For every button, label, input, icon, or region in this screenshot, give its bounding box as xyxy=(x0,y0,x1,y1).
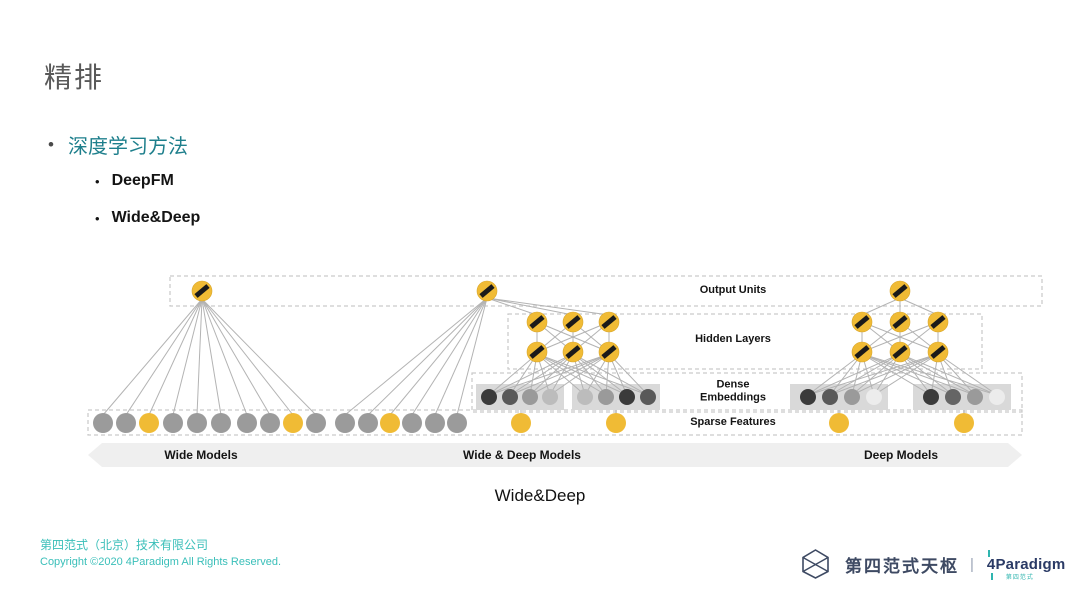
dense-embedding-node xyxy=(619,389,635,405)
sparse-feature-node xyxy=(335,413,355,433)
dense-embedding-node xyxy=(640,389,656,405)
dense-embedding-node xyxy=(866,389,882,405)
sub-bullet-text: DeepFM xyxy=(111,172,174,189)
unit-stripe xyxy=(565,345,581,359)
dense-embedding-node xyxy=(945,389,961,405)
unit-stripe xyxy=(479,284,495,298)
sparse-feature-node xyxy=(211,413,231,433)
sparse-feature-node xyxy=(93,413,113,433)
unit-stripe xyxy=(601,315,617,329)
brand-product-name: 第四范式天枢 xyxy=(845,556,959,576)
dense-embedding-node xyxy=(822,389,838,405)
sparse-feature-node xyxy=(447,413,467,433)
unit-stripe xyxy=(930,345,946,359)
brand-separator: | xyxy=(970,555,974,573)
unit-stripe xyxy=(854,315,870,329)
dense-embeddings-dashed-box xyxy=(471,372,1023,413)
sparse-feature-node xyxy=(187,413,207,433)
sparse-feature-node xyxy=(283,413,303,433)
dense-embedding-node xyxy=(542,389,558,405)
sparse-feature-node xyxy=(163,413,183,433)
nodes xyxy=(93,280,1005,433)
4paradigm-logo-text: 4Paradigm xyxy=(986,555,1066,573)
sparse-feature-node xyxy=(606,413,626,433)
bullet-text: 深度学习方法 xyxy=(67,136,188,158)
sparse-features-dashed-box xyxy=(87,409,1023,436)
dense-embedding-node xyxy=(967,389,983,405)
dense-embedding-node xyxy=(481,389,497,405)
sparse-feature-node xyxy=(306,413,326,433)
unit-stripe xyxy=(930,315,946,329)
dense-embedding-node xyxy=(923,389,939,405)
dense-embedding-node xyxy=(577,389,593,405)
unit-stripe xyxy=(565,315,581,329)
sub-bullet-deepfm: • DeepFM xyxy=(95,172,174,190)
brand-logos: 第四范式天枢 | 4Paradigm 第四范式 xyxy=(800,547,1065,581)
sparse-feature-node xyxy=(380,413,400,433)
unit-stripe xyxy=(892,284,908,298)
hidden-layers-dashed-box xyxy=(507,313,983,370)
unit-stripe xyxy=(194,284,210,298)
unit-stripe xyxy=(601,345,617,359)
footer-company: 第四范式（北京）技术有限公司 xyxy=(40,538,209,552)
unit-stripe xyxy=(529,345,545,359)
sub-bullet-text: Wide&Deep xyxy=(111,209,201,226)
section-banner xyxy=(88,443,1022,467)
sparse-feature-node xyxy=(237,413,257,433)
sparse-feature-node xyxy=(829,413,849,433)
dense-embedding-node xyxy=(522,389,538,405)
sparse-feature-node xyxy=(425,413,445,433)
4paradigm-logo: 4Paradigm 第四范式 xyxy=(986,549,1066,581)
unit-stripe xyxy=(854,345,870,359)
bullet-dot: • xyxy=(95,210,100,226)
dense-embedding-node xyxy=(800,389,816,405)
sparse-feature-node xyxy=(511,413,531,433)
sparse-feature-node xyxy=(402,413,422,433)
sparse-feature-node xyxy=(139,413,159,433)
dense-embedding-node xyxy=(502,389,518,405)
sparse-feature-node xyxy=(954,413,974,433)
unit-stripe xyxy=(892,345,908,359)
sparse-feature-node xyxy=(116,413,136,433)
unit-stripe xyxy=(529,315,545,329)
sparse-feature-node xyxy=(260,413,280,433)
sub-bullet-wide-deep: • Wide&Deep xyxy=(95,209,200,227)
footer-copyright: Copyright ©2020 4Paradigm All Rights Res… xyxy=(40,556,282,568)
dense-embedding-node xyxy=(989,389,1005,405)
sparse-feature-node xyxy=(358,413,378,433)
output-units-dashed-box xyxy=(169,275,1043,307)
footer-copyright-block: 第四范式（北京）技术有限公司 Copyright ©2020 4Paradigm… xyxy=(40,536,281,570)
bullet-dot: • xyxy=(95,173,100,189)
hexagon-logo-icon xyxy=(802,549,829,579)
page-title: 精排 xyxy=(44,62,105,93)
unit-stripe xyxy=(892,315,908,329)
bullet-deep-learning-methods: • 深度学习方法 xyxy=(48,130,188,159)
network-diagram-svg xyxy=(87,275,1043,467)
logo-accent-bar-bottom xyxy=(990,572,993,580)
dense-embedding-node xyxy=(598,389,614,405)
bullet-dot: • xyxy=(48,134,54,154)
architecture-diagram: Output Units Hidden Layers Dense Embeddi… xyxy=(0,265,1080,475)
logo-accent-bar-top xyxy=(987,549,990,557)
diagram-caption: Wide&Deep xyxy=(494,486,586,505)
4paradigm-logo-subtext: 第四范式 xyxy=(1005,574,1034,581)
dense-embedding-node xyxy=(844,389,860,405)
